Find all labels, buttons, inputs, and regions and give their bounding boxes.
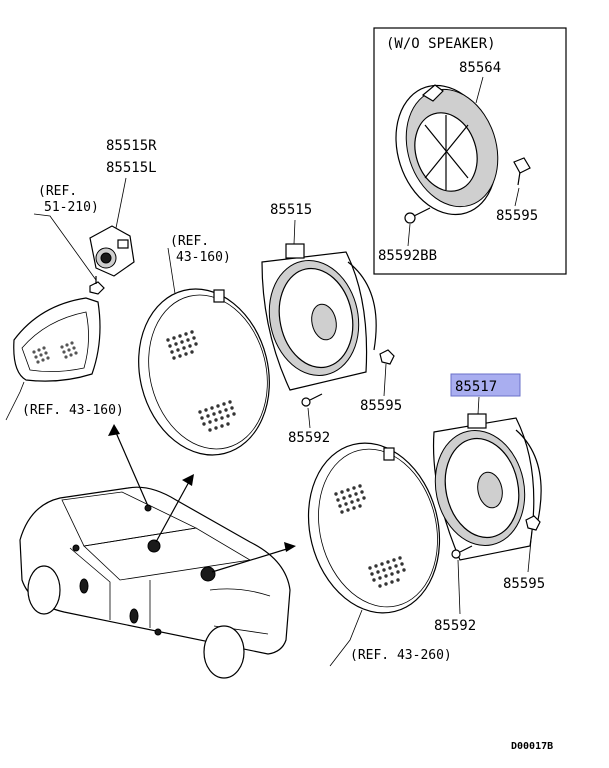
part-85517-label: 85517 xyxy=(455,379,497,395)
leader-85592-low xyxy=(457,559,461,615)
screw-85595-low-icon xyxy=(525,515,541,531)
arrow-to-rear-grille-icon xyxy=(284,542,296,552)
vehicle-illustration xyxy=(19,486,291,679)
screw-85592bb-icon xyxy=(404,207,431,224)
front-speaker-marker xyxy=(147,539,161,553)
ref-51-210-line2: 51-210) xyxy=(44,200,99,215)
ref-51-210-line1: (REF. xyxy=(38,184,77,199)
leader-85515 xyxy=(293,219,296,245)
rear-door-grille: (REF. 43-260) xyxy=(307,442,452,667)
leader-ref-43-160-left xyxy=(5,381,25,421)
part-85515r-label: 85515R xyxy=(106,138,157,154)
tweeter-housing: (REF. 43-160) xyxy=(5,297,124,421)
screw-85595-top-icon xyxy=(513,157,531,186)
screw-85595-mid-icon xyxy=(379,349,395,365)
leader-85592bb xyxy=(407,223,411,247)
arrows xyxy=(108,424,296,573)
ref-43-260: (REF. 43-260) xyxy=(350,648,452,663)
part-85515l-label: 85515L xyxy=(106,160,157,176)
part-85595-low-label: 85595 xyxy=(503,576,545,592)
front-door-grille: (REF. 43-160) xyxy=(138,234,270,456)
part-85515-label: 85515 xyxy=(270,202,312,218)
front-door-speaker-marker xyxy=(129,608,139,624)
leader-ref-43-260 xyxy=(329,609,363,667)
rear-door-speaker-marker xyxy=(79,578,89,594)
arrow-to-front-grille-icon xyxy=(182,474,194,486)
leader-85592-mid xyxy=(307,407,311,429)
inset-title: (W/O SPEAKER) xyxy=(386,36,496,52)
leader-85517 xyxy=(477,396,480,415)
speaker-adapter-plate xyxy=(395,84,499,216)
ref-43-160-grille-line2: 43-160) xyxy=(176,250,231,265)
part-85595-mid-label: 85595 xyxy=(360,398,402,414)
inset-frame xyxy=(373,27,567,275)
leader-85595-top xyxy=(514,187,520,207)
part-85564-label: 85564 xyxy=(459,60,501,76)
front-speaker-85515: 85515 85595 85592 xyxy=(261,202,402,446)
part-85592bb-label: 85592BB xyxy=(378,248,437,264)
diagram-id: D00017B xyxy=(511,741,553,752)
ref-43-160-left: (REF. 43-160) xyxy=(22,403,124,418)
rear-speaker-marker xyxy=(200,566,216,582)
tweeter-assembly: 85515R 85515L (REF. 51-210) xyxy=(33,138,157,295)
leader-ref-51-210 xyxy=(33,213,97,281)
tweeter-speaker-icon xyxy=(89,225,135,277)
leader-85515rl xyxy=(115,177,127,229)
rear-speaker-85517: 85517 85595 85592 xyxy=(432,373,545,634)
arrow-to-tweeter-icon xyxy=(108,424,120,436)
tweeter-screw-icon xyxy=(89,276,105,295)
part-85517-highlight xyxy=(450,373,521,397)
part-85595-top-label: 85595 xyxy=(496,208,538,224)
screw-85592-mid-icon xyxy=(301,393,323,407)
part-85592-low-label: 85592 xyxy=(434,618,476,634)
without-speaker-inset: (W/O SPEAKER) 85564 85595 85592BB xyxy=(373,27,567,275)
leader-ref-43-160-grille xyxy=(167,247,177,301)
leader-85564 xyxy=(475,76,484,104)
leader-85595-low xyxy=(527,529,533,573)
part-85592-mid-label: 85592 xyxy=(288,430,330,446)
leader-85595-mid xyxy=(383,363,387,397)
ref-43-160-grille-line1: (REF. xyxy=(170,234,209,249)
screw-85592-low-icon xyxy=(451,545,473,559)
